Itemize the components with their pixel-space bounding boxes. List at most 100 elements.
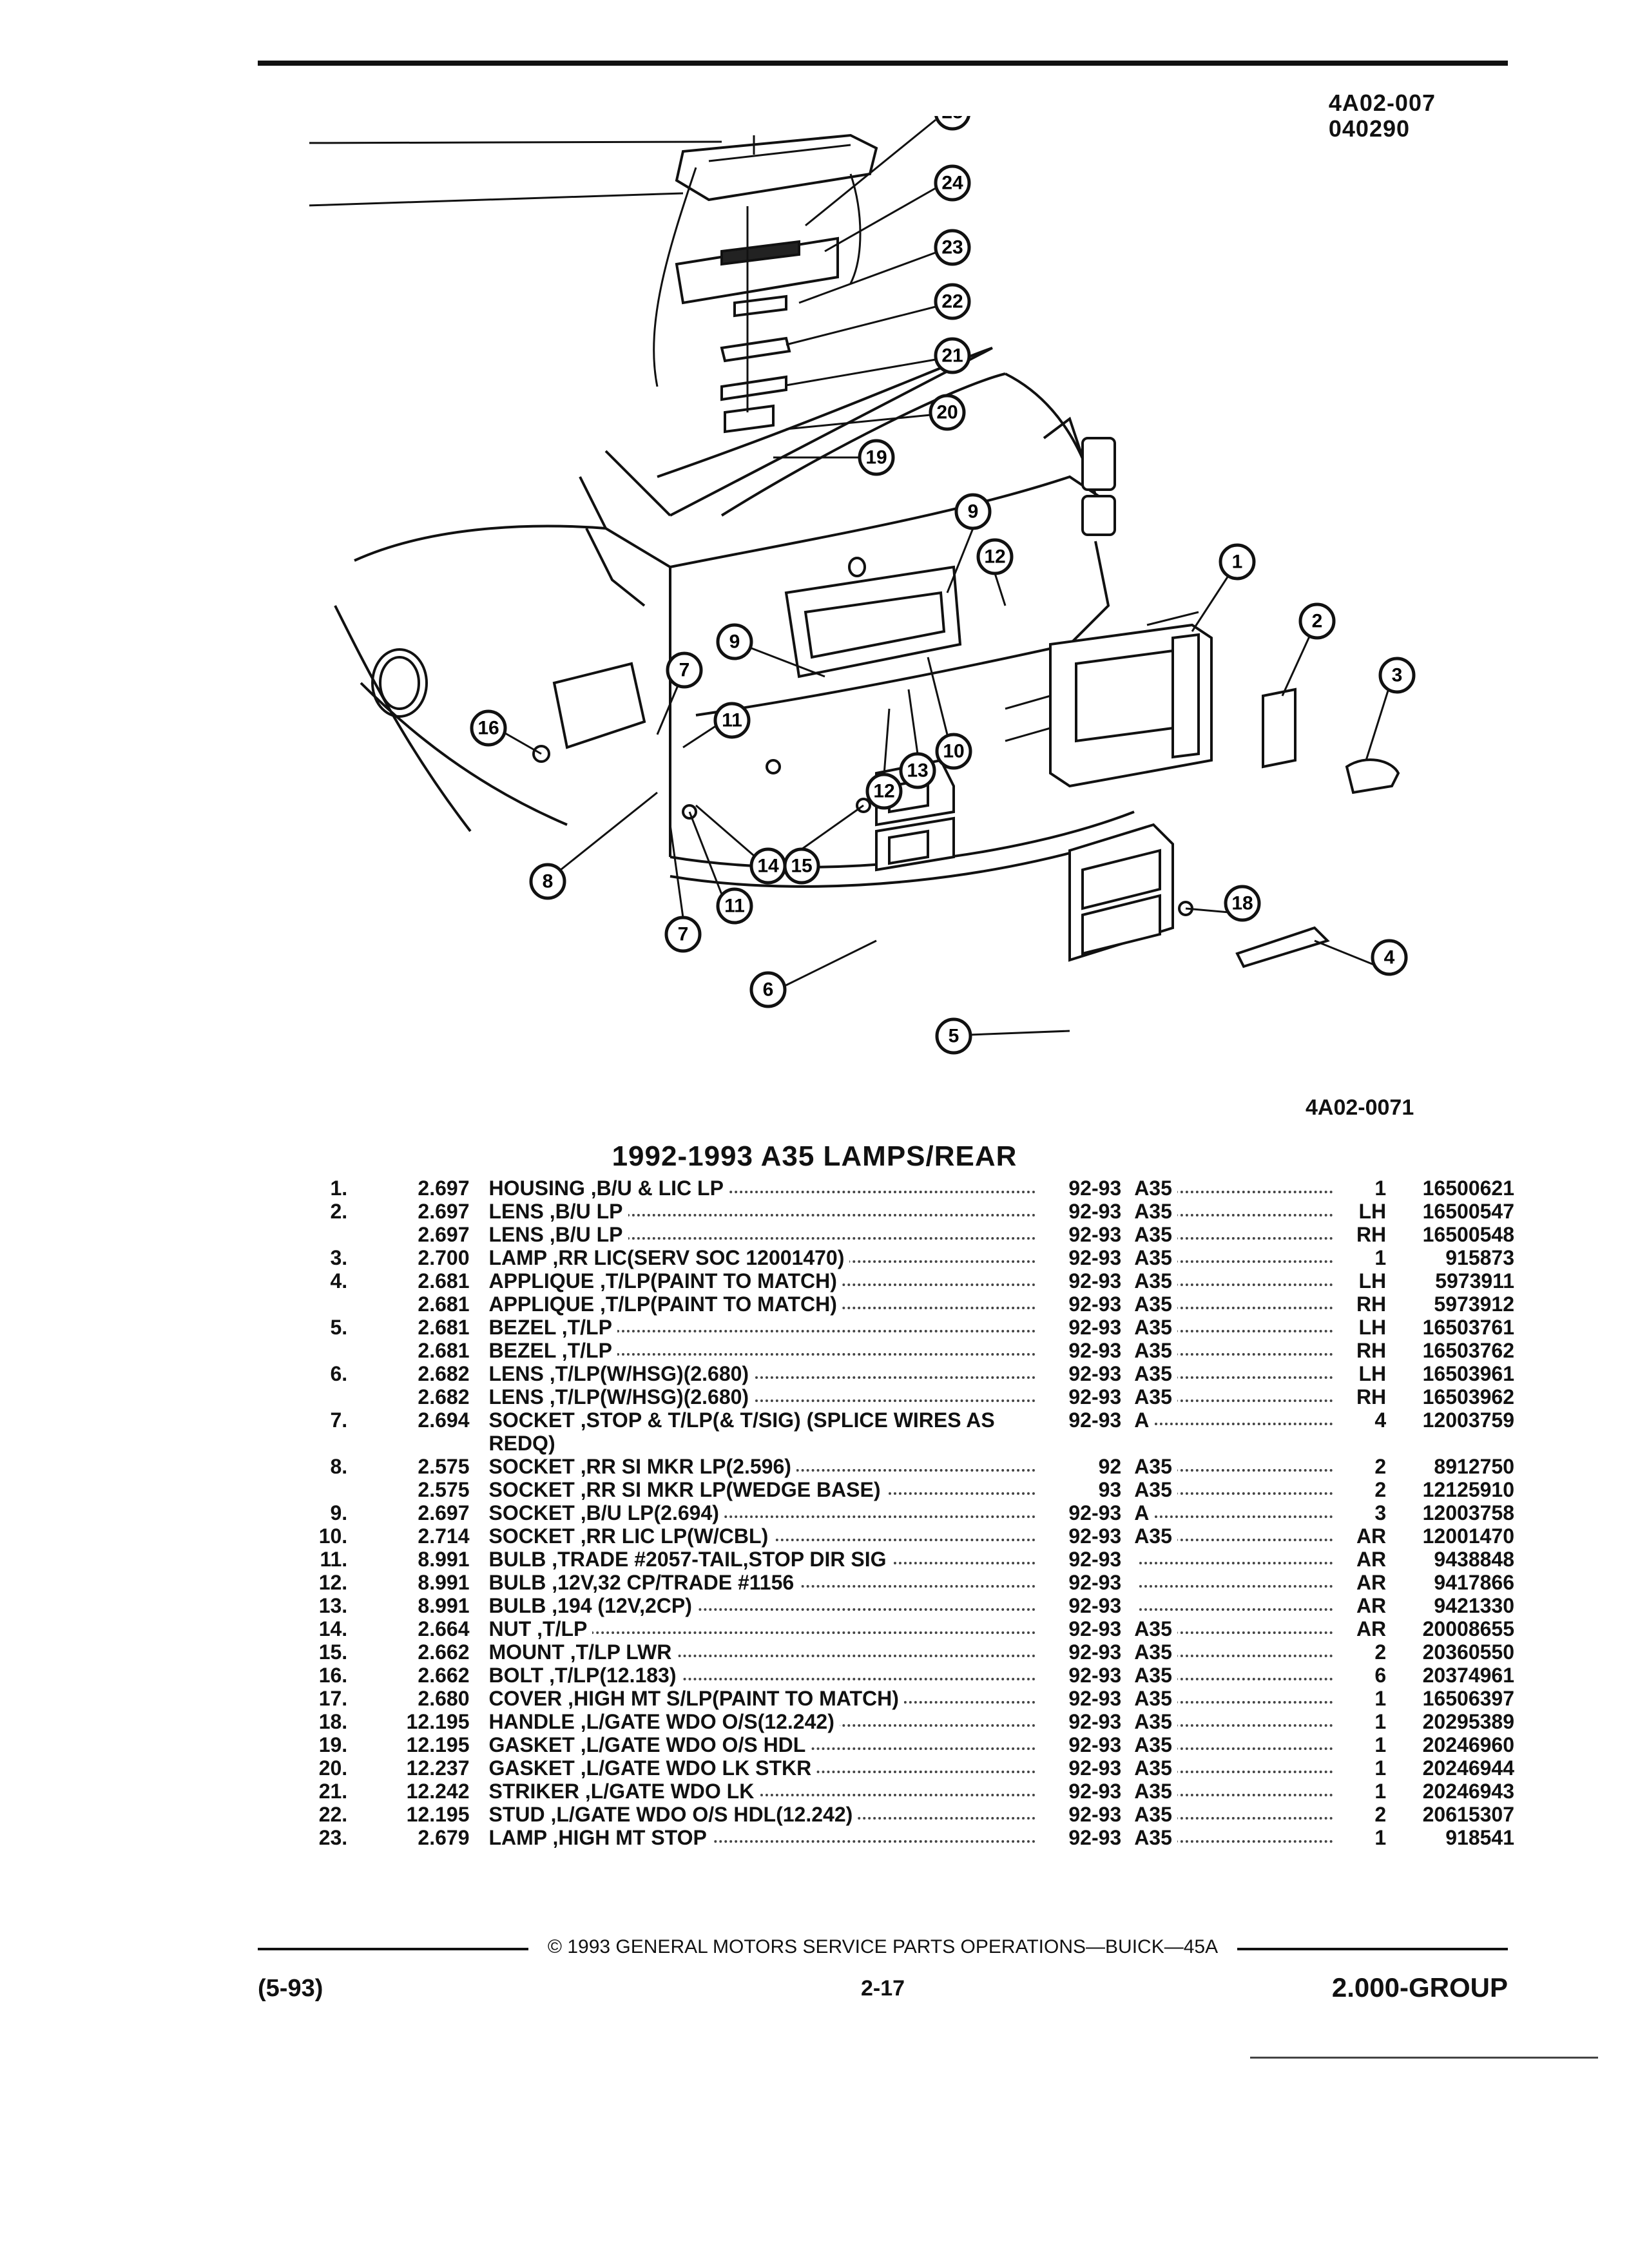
series-code: A35 <box>1134 1455 1342 1478</box>
callout-3: 3 <box>1378 657 1416 694</box>
part-number: 9417866 <box>1434 1571 1514 1594</box>
model-years: 92-93 <box>1068 1293 1122 1316</box>
item-number: 16. <box>318 1664 348 1687</box>
callout-10: 10 <box>935 733 972 770</box>
group-number: 2.662 <box>418 1664 470 1687</box>
series-code: A35 <box>1134 1524 1342 1548</box>
svg-text:15: 15 <box>791 856 812 877</box>
figure-id-line2: 040290 <box>1328 115 1411 142</box>
part-number: 20246944 <box>1422 1756 1514 1780</box>
model-years: 92-93 <box>1068 1385 1122 1408</box>
part-description: LENS ,T/LP(W/HSG)(2.680) <box>488 1385 1045 1408</box>
item-number: 20. <box>318 1756 348 1780</box>
part-description: BOLT ,T/LP(12.183) <box>488 1664 1045 1687</box>
callout-20: 21 <box>934 337 971 374</box>
quantity: AR <box>1356 1617 1387 1640</box>
series-code: A35 <box>1134 1293 1342 1316</box>
callout-11a: 11 <box>713 702 751 739</box>
item-number: 1. <box>330 1177 348 1200</box>
series-code: A35 <box>1134 1200 1342 1223</box>
part-number: 16500621 <box>1422 1177 1514 1200</box>
model-years: 92-93 <box>1068 1780 1122 1803</box>
footer-copyright: © 1993 GENERAL MOTORS SERVICE PARTS OPER… <box>528 1936 1237 1958</box>
group-number: 2.681 <box>418 1269 470 1293</box>
item-number: 12. <box>318 1571 348 1594</box>
part-description: APPLIQUE ,T/LP(PAINT TO MATCH) <box>488 1293 1045 1316</box>
quantity: 2 <box>1374 1455 1387 1478</box>
svg-text:18: 18 <box>1231 893 1253 914</box>
figure-id-bottom: 4A02-0071 <box>1306 1095 1414 1120</box>
quantity: AR <box>1356 1548 1387 1571</box>
callout-9a: 9 <box>954 493 992 530</box>
part-number: 16506397 <box>1422 1687 1514 1710</box>
model-years: 92-93 <box>1068 1339 1122 1362</box>
group-number: 2.681 <box>418 1293 470 1316</box>
group-number: 2.697 <box>418 1177 470 1200</box>
part-description: GASKET ,L/GATE WDO O/S HDL <box>488 1733 1045 1756</box>
quantity: 1 <box>1374 1826 1387 1849</box>
part-description: STUD ,L/GATE WDO O/S HDL(12.242) <box>488 1803 1045 1826</box>
part-description: LAMP ,HIGH MT STOP <box>488 1826 1045 1849</box>
figure-id-line1: 4A02-007 <box>1328 90 1436 116</box>
part-description: SOCKET ,RR SI MKR LP(WEDGE BASE) <box>488 1478 1045 1501</box>
group-number: 12.242 <box>406 1780 470 1803</box>
series-code: A35 <box>1134 1316 1342 1339</box>
item-number: 22. <box>318 1803 348 1826</box>
quantity: AR <box>1356 1594 1387 1617</box>
group-number: 8.991 <box>418 1548 470 1571</box>
item-number: 19. <box>318 1733 348 1756</box>
quantity: AR <box>1356 1571 1387 1594</box>
bottom-rule <box>1250 2057 1598 2059</box>
item-number: 6. <box>330 1362 348 1385</box>
item-number <box>303 1385 392 1408</box>
svg-text:19: 19 <box>865 447 887 468</box>
small-parts <box>532 687 1400 968</box>
svg-text:7: 7 <box>679 660 690 681</box>
part-description: GASKET ,L/GATE WDO LK STKR <box>488 1756 1045 1780</box>
svg-text:4: 4 <box>1384 947 1395 968</box>
part-number: 12001470 <box>1422 1524 1514 1548</box>
item-number <box>303 1223 392 1246</box>
model-years: 92-93 <box>1068 1524 1122 1548</box>
series-code: A35 <box>1134 1664 1342 1687</box>
right-tail-lamp <box>1068 823 1174 962</box>
series-code: A35 <box>1134 1246 1342 1269</box>
group-number: 12.195 <box>406 1710 470 1733</box>
series-code: A35 <box>1134 1385 1342 1408</box>
svg-text:9: 9 <box>729 631 740 653</box>
part-number: 20360550 <box>1422 1640 1514 1664</box>
callout-11b: 11 <box>716 887 753 925</box>
group-number: 12.195 <box>406 1733 470 1756</box>
callouts: 15 13 25 24 23 22 21 20 19 9 12 1 2 3 9 … <box>252 93 1416 1055</box>
part-description: COVER ,HIGH MT S/LP(PAINT TO MATCH) <box>488 1687 1045 1710</box>
group-number: 8.991 <box>418 1594 470 1617</box>
part-number: 9421330 <box>1434 1594 1514 1617</box>
callout-9b: 9 <box>716 623 753 660</box>
item-number: 14. <box>318 1617 348 1640</box>
part-description: LENS ,B/U LP <box>488 1200 1045 1223</box>
part-description: SOCKET ,STOP & T/LP(& T/SIG) (SPLICE WIR… <box>488 1408 995 1455</box>
group-number: 2.575 <box>418 1478 470 1501</box>
quantity: RH <box>1356 1339 1387 1362</box>
svg-text:12: 12 <box>873 781 894 802</box>
item-number: 17. <box>318 1687 348 1710</box>
callout-4: 4 <box>1371 939 1408 976</box>
quantity: 1 <box>1374 1756 1387 1780</box>
part-number: 20246960 <box>1422 1733 1514 1756</box>
part-description: HANDLE ,L/GATE WDO O/S(12.242) <box>488 1710 1045 1733</box>
quantity: RH <box>1356 1223 1387 1246</box>
svg-text:14: 14 <box>757 856 779 877</box>
callout-7a: 7 <box>666 651 703 689</box>
